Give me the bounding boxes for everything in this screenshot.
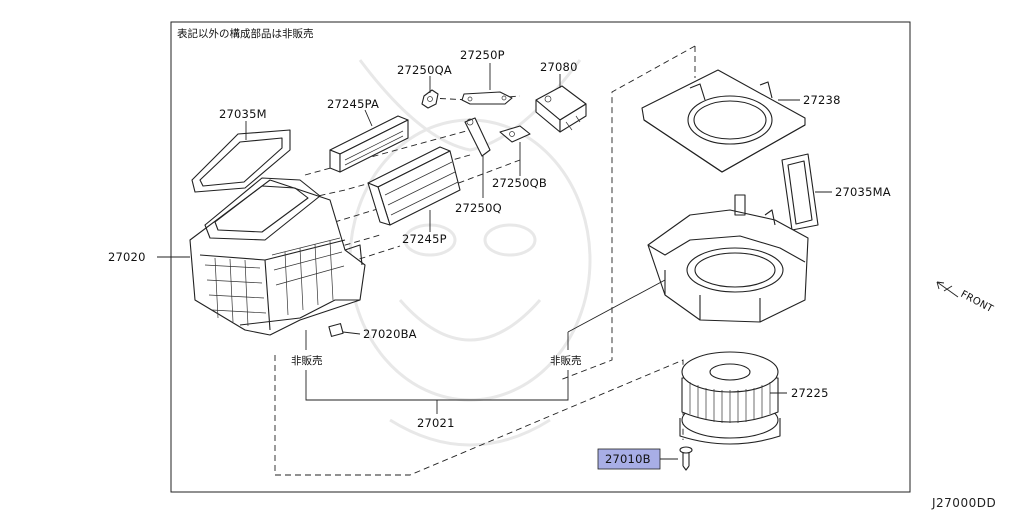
part-27080-actuator — [535, 85, 587, 133]
label-27035M: 27035M — [219, 107, 267, 121]
part-27250QA-clip — [421, 89, 439, 109]
label-27020: 27020 — [108, 250, 146, 264]
part-blower-housing — [647, 194, 809, 323]
part-labels: 27250P 27250QA 27080 27035M 27245PA 2723… — [108, 48, 891, 430]
note-text: 表記以外の構成部品は非販売 — [177, 27, 314, 40]
highlight-box[interactable] — [597, 448, 661, 470]
label-27245PA: 27245PA — [327, 97, 379, 111]
part-27245P-filter — [367, 146, 461, 226]
label-not-sold-right: 非販売 — [550, 354, 582, 367]
label-27010B[interactable]: 27010B — [605, 452, 651, 466]
label-27250P: 27250P — [460, 48, 505, 62]
part-27020-case — [189, 177, 366, 337]
label-27035MA: 27035MA — [835, 185, 891, 199]
part-27250QB-lever — [499, 125, 531, 143]
label-27020BA: 27020BA — [363, 327, 417, 341]
highlighted-part-27010B[interactable]: 27010B — [597, 448, 661, 470]
label-27250QB: 27250QB — [492, 176, 547, 190]
label-27245P: 27245P — [402, 232, 447, 246]
part-27238-plate — [641, 69, 806, 173]
label-not-sold-left: 非販売 — [291, 354, 323, 367]
part-27010B-screw — [679, 446, 693, 471]
label-27238: 27238 — [803, 93, 841, 107]
front-label: FRONT — [959, 289, 996, 316]
label-27250Q: 27250Q — [455, 201, 502, 215]
label-27080: 27080 — [540, 60, 578, 74]
part-27250P-link — [461, 91, 513, 105]
label-27250QA: 27250QA — [397, 63, 452, 77]
diagram-code: J27000DD — [931, 496, 996, 510]
part-27035MA-gasket — [781, 153, 819, 231]
part-27225-blower-motor — [679, 351, 781, 445]
part-27250Q-lever — [464, 117, 491, 157]
front-arrow-icon — [936, 281, 959, 298]
label-27021: 27021 — [417, 416, 455, 430]
label-27225: 27225 — [791, 386, 829, 400]
part-27245PA-filter — [329, 115, 409, 173]
part-27035M-gasket — [191, 129, 291, 193]
leader-lines — [157, 63, 832, 460]
